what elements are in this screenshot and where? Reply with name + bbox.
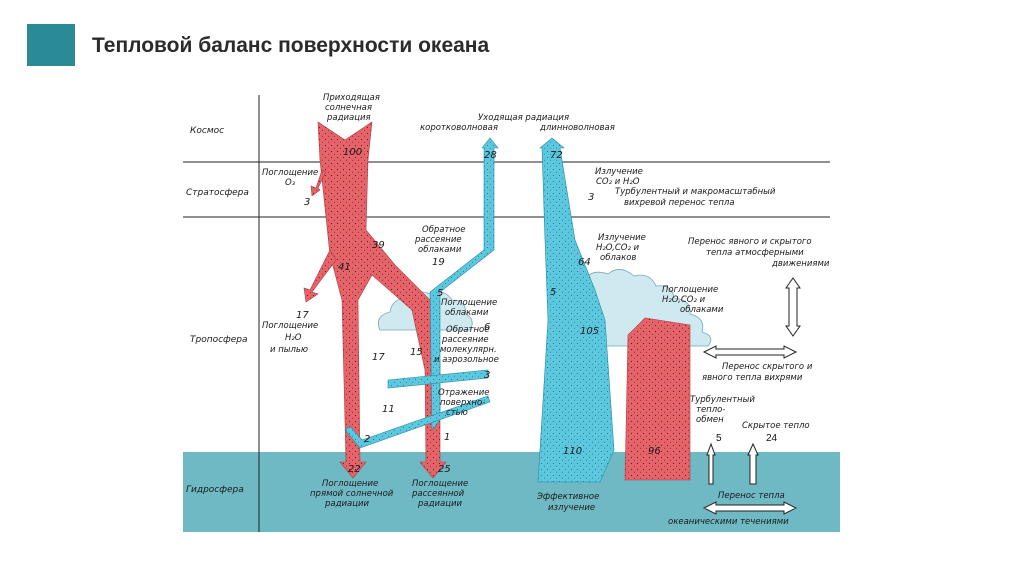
backscatter-label-1: Обратное: [422, 225, 465, 235]
surface-reflection-flow: [344, 395, 491, 449]
outgoing-label: Уходящая радиация: [478, 113, 569, 123]
incoming-label-3: радиация: [326, 113, 371, 123]
ocean-heat-release-flow: [624, 317, 691, 481]
surface-reflection-label-2: поверхно-: [440, 398, 485, 408]
ocean-transfer-label-2: океаническими течениями: [668, 517, 789, 527]
value-1: 1: [444, 432, 450, 443]
emission-label-1: Излучение: [595, 167, 643, 177]
value-100: 100: [343, 147, 362, 158]
turbulent-exchange-arrow: [706, 442, 716, 485]
value-3-co2: 3: [588, 192, 594, 203]
cloud-absorption-label-1: Поглощение: [441, 298, 497, 308]
o3-absorption-flow: [310, 169, 327, 197]
outgoing-shortwave-label: коротковолновая: [420, 123, 498, 133]
surface-reflection-label-3: стью: [446, 408, 468, 418]
hydrosphere-band: [183, 452, 840, 532]
cloud-h2o-absorption-label-1: Поглощение: [662, 285, 718, 295]
diffuse-abs-label-2: рассеянной: [411, 489, 465, 499]
value-5-turbulent: 5: [716, 433, 722, 444]
o3-absorption-label-2: O₃: [285, 178, 296, 188]
value-64: 64: [578, 257, 591, 268]
value-96: 96: [648, 446, 661, 457]
latent-heat-arrow: [747, 442, 759, 485]
effective-emission-label-2: излучение: [548, 503, 595, 513]
shortwave-outgoing-flow: [429, 137, 499, 431]
outgoing-longwave-label: длинноволновая: [539, 123, 615, 133]
layer-stratosphere: Стратосфера: [186, 188, 249, 198]
turb-exchange-label-2: тепло-: [696, 405, 725, 415]
diffuse-abs-label-1: Поглощение: [412, 479, 468, 489]
eddy-transfer-arrow: [702, 345, 798, 359]
value-72: 72: [550, 150, 563, 161]
cloud-h2o-absorption-label-3: облаками: [680, 305, 724, 315]
surface-reflection-label-1: Отражение: [438, 388, 489, 398]
turbulent-label-2: вихревой перенос тепла: [624, 198, 735, 208]
value-15: 15: [410, 347, 423, 358]
diffuse-abs-label-3: радиации: [417, 499, 463, 509]
emission-clouds-label-2: H₂O,CO₂ и: [596, 243, 640, 253]
mol-scatter-label-4: и аэрозольное: [434, 355, 499, 365]
layer-troposphere: Тропосфера: [190, 335, 248, 345]
cloud-absorption-label-2: облаками: [445, 308, 489, 318]
value-5-longwave: 5: [550, 287, 556, 298]
layer-hydrosphere: Гидросфера: [186, 485, 244, 495]
emission-label-2: CO₂ и H₂O: [596, 177, 640, 187]
mol-scatter-label-3: молекулярн.: [440, 345, 497, 355]
dust-absorption-label-2: H₂O: [285, 333, 302, 343]
dust-absorption-label-3: и пылью: [270, 345, 308, 355]
eddy-label-1: Перенос скрытого и: [722, 362, 813, 372]
backscatter-label-2: рассеяние: [414, 235, 462, 245]
value-41: 41: [338, 262, 351, 273]
value-28: 28: [484, 150, 497, 161]
slide-title: Тепловой баланс поверхности океана: [92, 34, 490, 57]
value-19: 19: [432, 257, 445, 268]
direct-abs-label-1: Поглощение: [322, 479, 378, 489]
value-39: 39: [372, 240, 385, 251]
atmospheric-transfer-arrow: [785, 277, 801, 337]
ocean-transfer-label-1: Перенос тепла: [718, 491, 785, 501]
value-3-mol: 3: [484, 370, 490, 381]
molecular-scatter-flow: [387, 369, 489, 389]
value-17-flow: 17: [372, 352, 385, 363]
mol-scatter-label-1: Обратное: [446, 325, 489, 335]
emission-clouds-label-1: Излучение: [598, 233, 646, 243]
value-6: 6: [484, 322, 490, 333]
turb-exchange-label-1: Турбулентный: [690, 395, 755, 405]
atm-transfer-label-3: движениями: [771, 259, 830, 269]
value-5-cloud: 5: [437, 288, 443, 299]
value-25: 25: [438, 464, 451, 475]
dust-absorption-flow: [303, 249, 337, 303]
value-3-o3: 3: [304, 197, 310, 208]
value-110: 110: [563, 446, 582, 457]
effective-emission-label-1: Эффективное: [536, 492, 599, 502]
layer-space: Космос: [190, 126, 224, 136]
value-105: 105: [580, 326, 599, 337]
value-11: 11: [382, 404, 395, 415]
value-17-dust: 17: [296, 310, 309, 321]
mol-scatter-label-2: рассеяние: [441, 335, 489, 345]
incoming-label-2: солнечная: [325, 103, 372, 113]
title-accent-block: [27, 24, 75, 66]
direct-abs-label-3: радиации: [324, 499, 370, 509]
dust-absorption-label-1: Поглощение: [262, 321, 318, 331]
ocean-transfer-arrow: [702, 501, 798, 515]
atm-transfer-label-1: Перенос явного и скрытого: [688, 237, 812, 247]
value-22: 22: [348, 464, 361, 475]
o3-absorption-label-1: Поглощение: [262, 168, 318, 178]
direct-abs-label-2: прямой солнечной: [310, 489, 394, 499]
atm-transfer-label-2: тепла атмосферными: [706, 248, 804, 258]
backscatter-label-3: облаками: [418, 245, 462, 255]
latent-heat-label: Скрытое тепло: [742, 421, 810, 431]
cloud-h2o-absorption-label-2: H₂O,CO₂ и: [662, 295, 706, 305]
turbulent-label-1: Турбулентный и макромасштабный: [615, 187, 776, 197]
longwave-outgoing-flow: [537, 137, 615, 483]
turb-exchange-label-3: обмен: [696, 415, 724, 425]
value-24-latent: 24: [766, 433, 778, 444]
incoming-solar-flow: [317, 121, 447, 479]
incoming-label-1: Приходящая: [323, 93, 380, 103]
emission-clouds-label-3: облаков: [600, 253, 636, 263]
value-2: 2: [364, 434, 370, 445]
eddy-label-2: явного тепла вихрями: [702, 373, 803, 383]
